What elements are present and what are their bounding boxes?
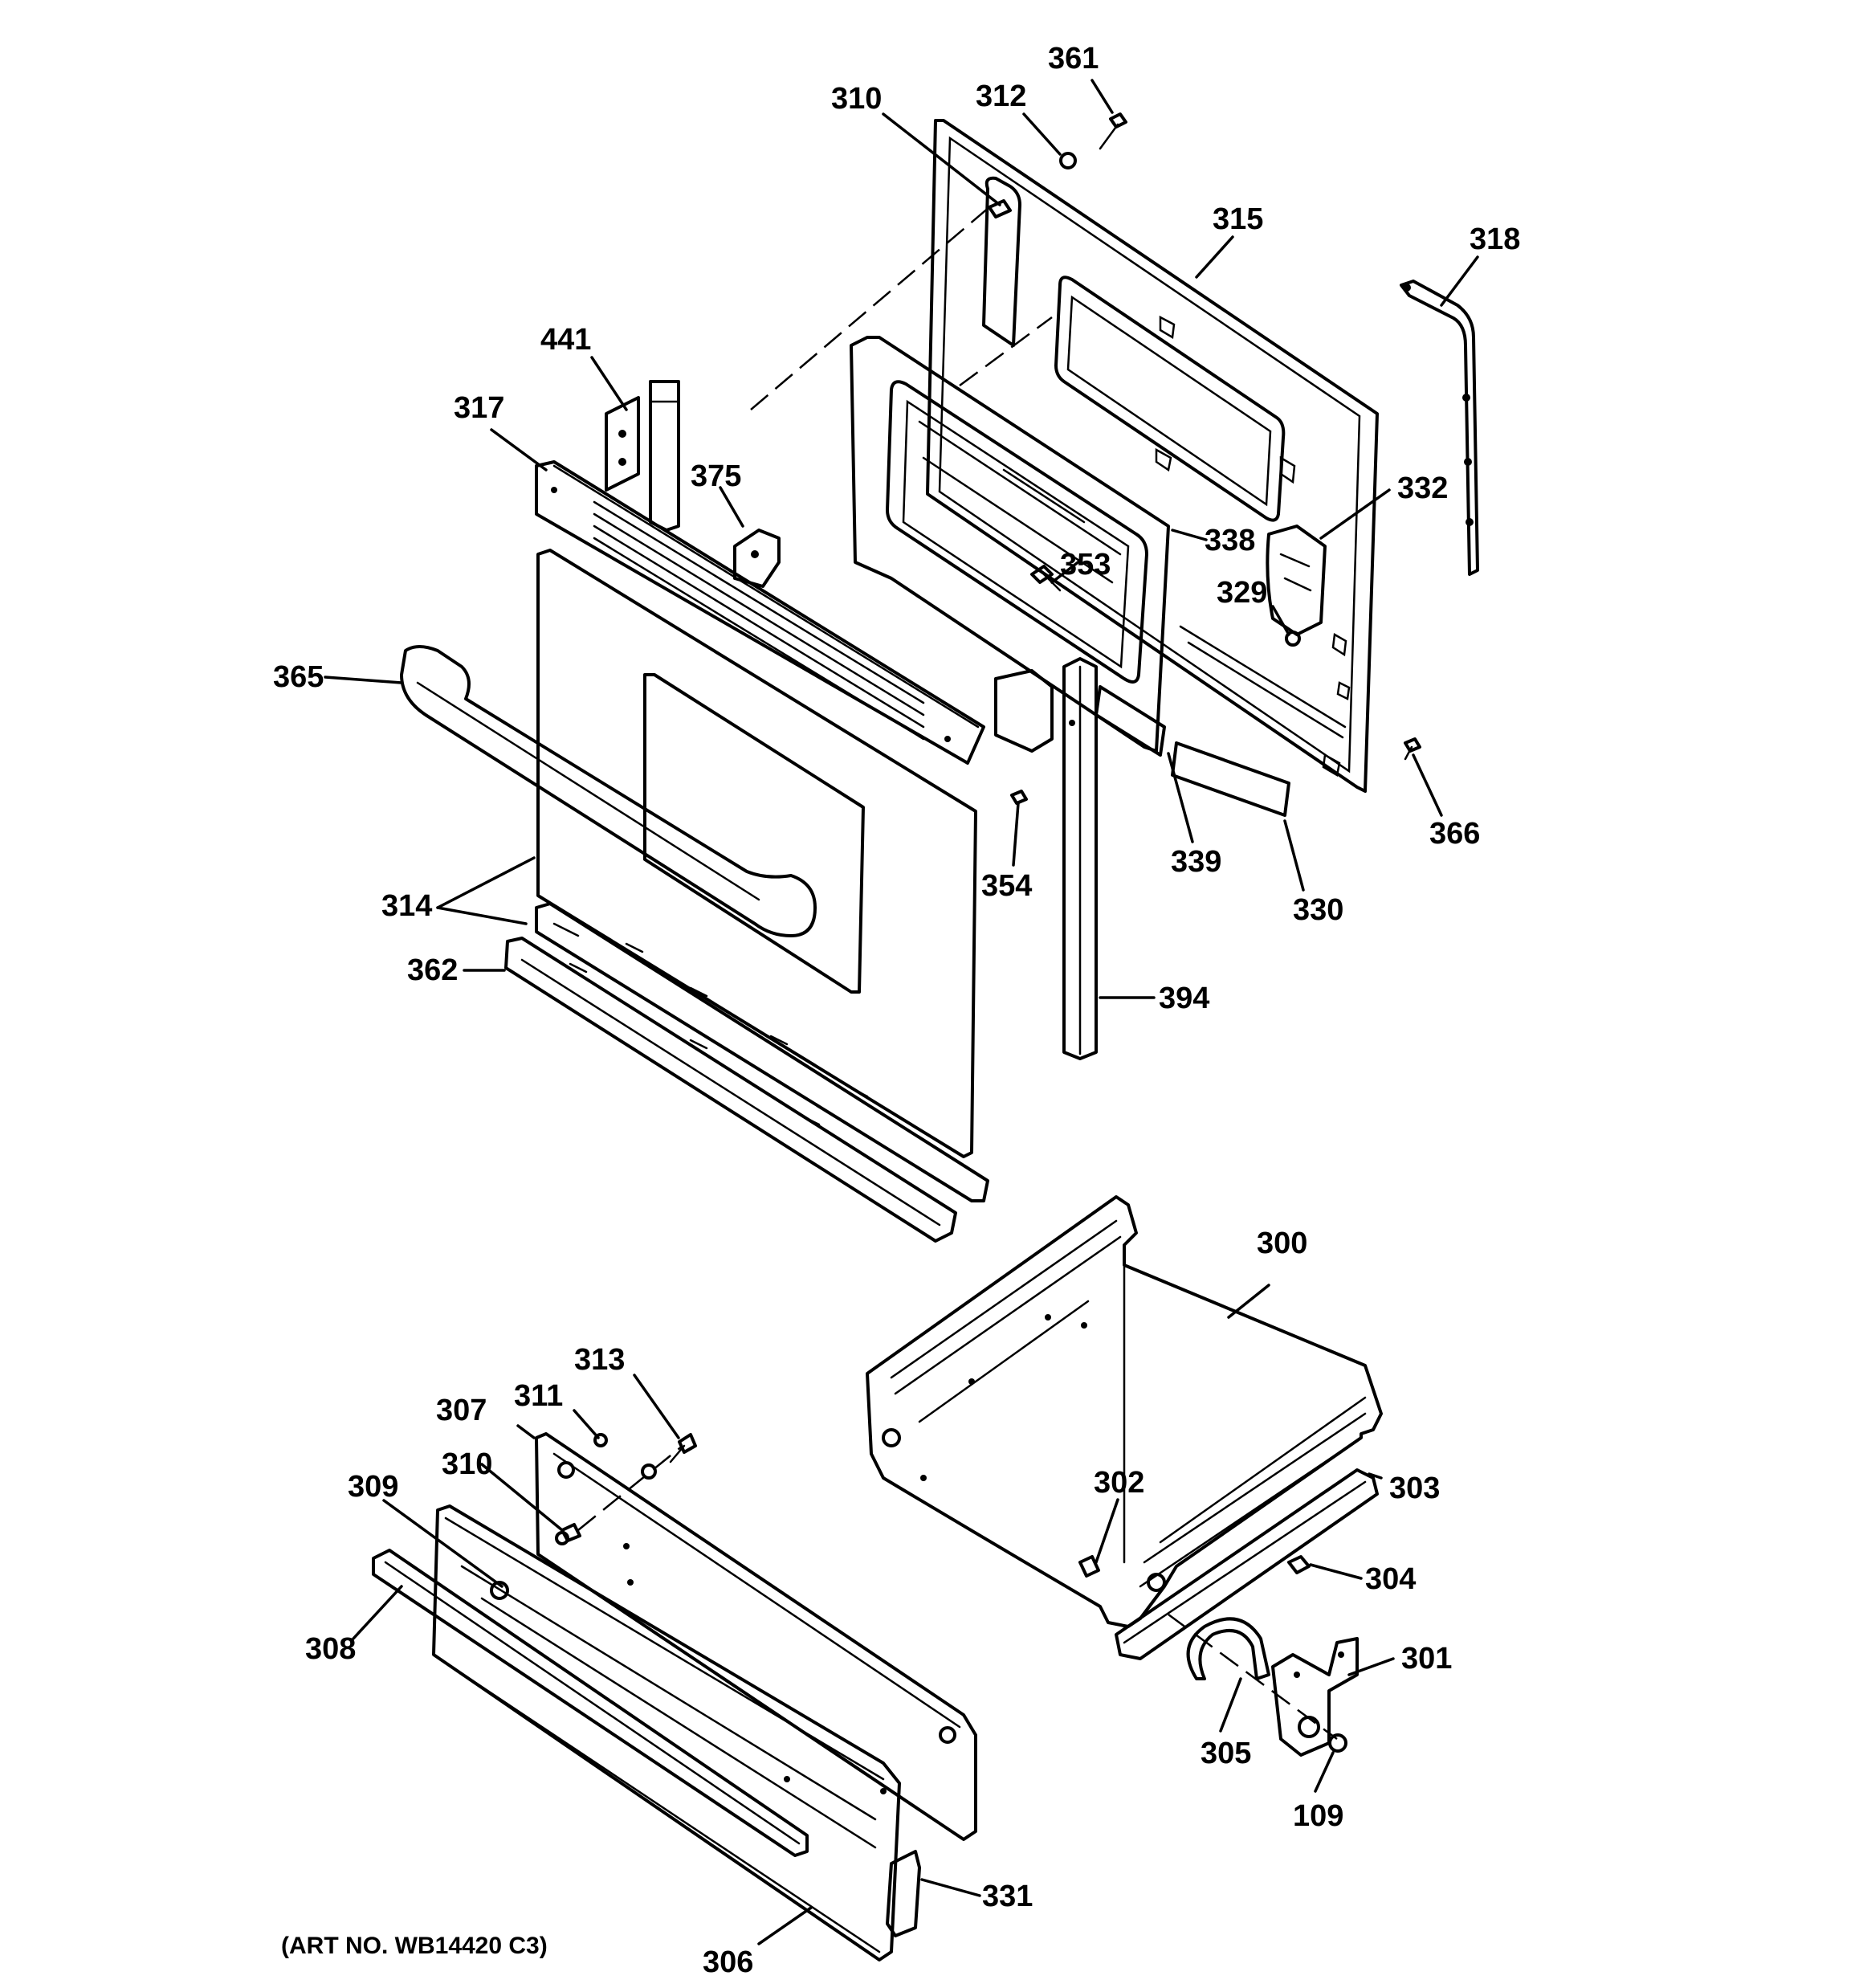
drawer-300	[866, 1195, 1383, 1628]
fasteners-upper	[988, 112, 1421, 805]
alignment-line-3	[1168, 1613, 1338, 1741]
label-308: 308	[305, 1632, 356, 1666]
vent-trim-317	[535, 460, 985, 765]
door-front-panel-314	[535, 549, 989, 1202]
label-365: 365	[273, 660, 324, 694]
part-labels: 361 312 310 315 318 441 317 375 332 338 …	[273, 42, 1520, 1979]
label-394: 394	[1159, 982, 1209, 1015]
label-441: 441	[540, 323, 591, 357]
door-gasket-339	[1095, 685, 1166, 757]
drawer-bracket-331	[886, 1850, 921, 1937]
leader-lines	[324, 79, 1479, 1945]
art-number: (ART NO. WB14420 C3)	[281, 1933, 548, 1959]
side-pillar-394	[994, 657, 1098, 1060]
drawer-rail-303	[1115, 1468, 1379, 1660]
label-315: 315	[1213, 202, 1263, 236]
label-317: 317	[454, 391, 504, 425]
insulation-strip-330	[1171, 741, 1290, 817]
label-361: 361	[1048, 42, 1099, 76]
label-302: 302	[1094, 1466, 1144, 1500]
alignment-line	[750, 206, 990, 410]
label-354: 354	[981, 869, 1032, 903]
door-kick-panel-362	[504, 937, 957, 1243]
label-311: 311	[514, 1379, 563, 1413]
bracket-332	[1266, 525, 1327, 636]
side-trim-318	[1400, 280, 1479, 576]
label-313: 313	[574, 1343, 625, 1377]
drawer-panel-307	[535, 1432, 977, 1841]
label-301: 301	[1401, 1642, 1452, 1676]
label-309: 309	[348, 1470, 398, 1504]
label-353: 353	[1060, 548, 1111, 582]
label-304: 304	[1365, 1562, 1416, 1596]
hinge-bracket-375	[733, 529, 781, 588]
label-109: 109	[1293, 1799, 1343, 1833]
label-332: 332	[1397, 471, 1448, 505]
label-331: 331	[982, 1880, 1033, 1913]
label-310-bottom: 310	[442, 1447, 492, 1481]
label-310-top: 310	[831, 82, 882, 116]
inner-door-frame-338	[850, 336, 1170, 753]
door-handle-365	[400, 645, 817, 937]
label-300: 300	[1257, 1227, 1307, 1260]
label-338: 338	[1205, 524, 1255, 557]
drawer-trim-308	[372, 1549, 809, 1857]
nut-109	[1328, 1733, 1347, 1753]
label-306: 306	[703, 1945, 753, 1979]
label-339: 339	[1171, 845, 1221, 879]
pin-302	[1078, 1555, 1100, 1578]
label-314: 314	[381, 889, 432, 923]
label-307: 307	[436, 1394, 487, 1427]
hinge-441	[605, 380, 680, 532]
label-303: 303	[1389, 1472, 1440, 1505]
roller-304	[1287, 1555, 1311, 1574]
alignment-line-4	[577, 1445, 683, 1531]
label-305: 305	[1201, 1737, 1251, 1770]
label-318: 318	[1470, 222, 1520, 256]
clip-ring-305	[1186, 1617, 1270, 1680]
label-375: 375	[691, 459, 741, 493]
label-329: 329	[1217, 576, 1267, 610]
label-366: 366	[1429, 817, 1480, 851]
alignment-line-2	[959, 316, 1053, 387]
label-330: 330	[1293, 893, 1343, 927]
label-362: 362	[407, 953, 458, 987]
label-312: 312	[976, 80, 1026, 113]
door-back-panel-315	[926, 119, 1379, 793]
fasteners-lower	[561, 1433, 697, 1542]
drawer-front-306	[432, 1504, 901, 1961]
